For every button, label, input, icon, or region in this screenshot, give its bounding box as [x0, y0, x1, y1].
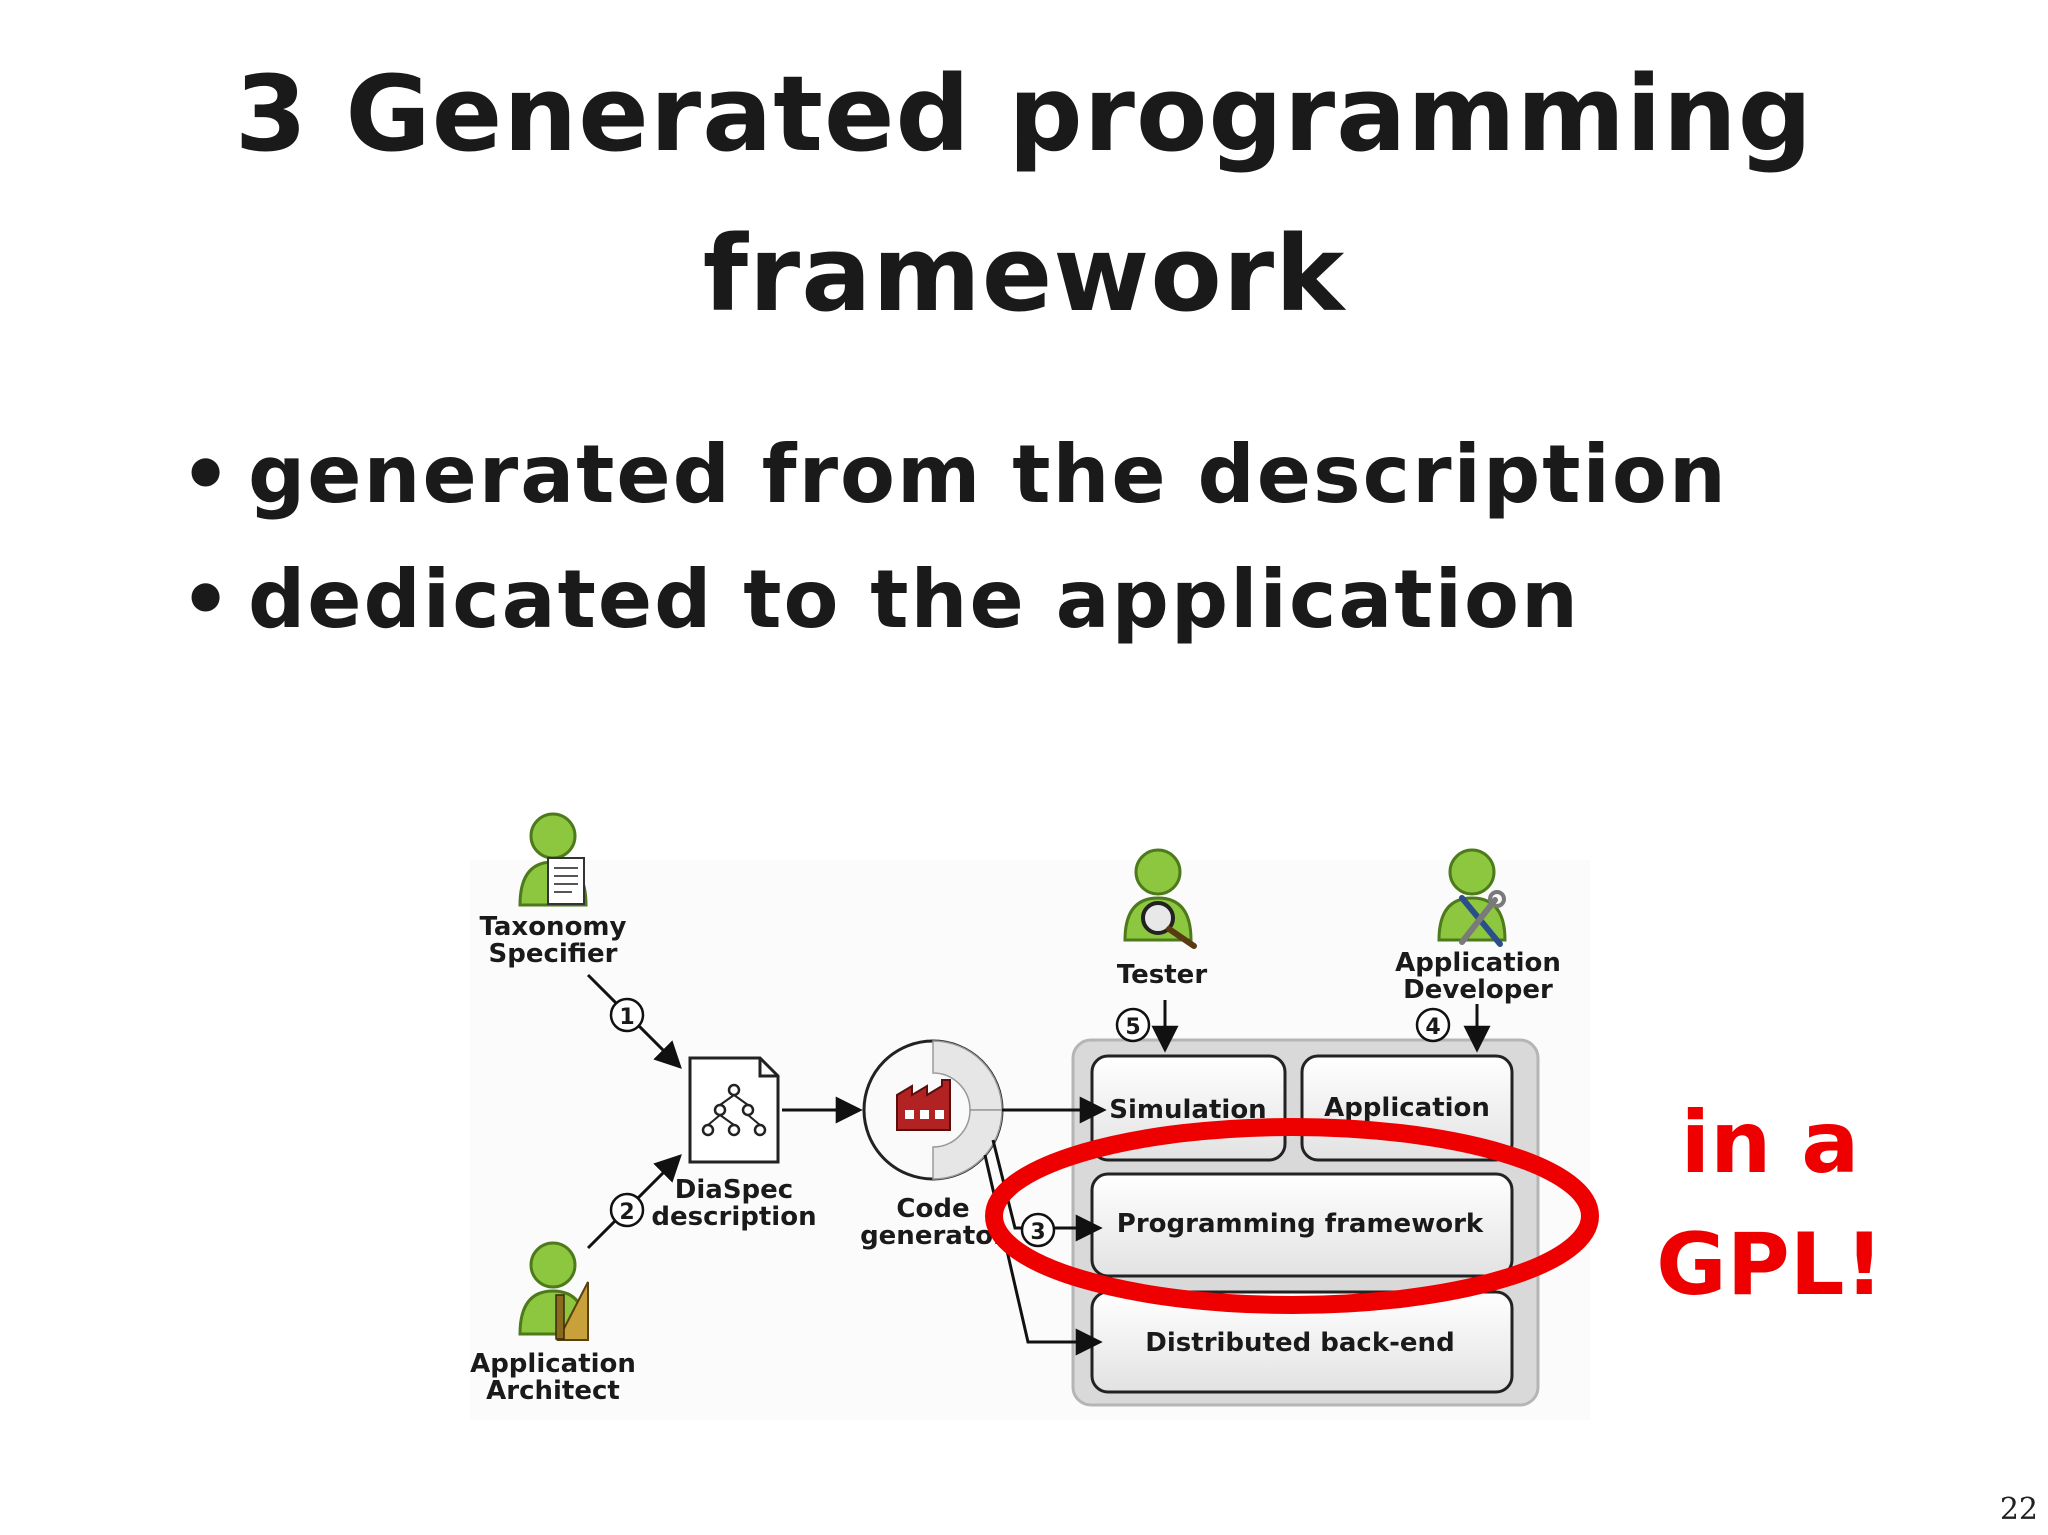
callout-line-1: in a	[1680, 1093, 1860, 1193]
magnifier-icon	[1141, 901, 1197, 949]
diaspec-label-line-1: DiaSpec	[675, 1175, 793, 1205]
programming-framework-label: Programming framework	[1117, 1209, 1484, 1239]
step-3-number: 3	[1030, 1220, 1045, 1245]
slide-title-line-2: framework	[702, 213, 1346, 335]
application-label: Application	[1324, 1093, 1490, 1123]
distributed-backend-label: Distributed back-end	[1145, 1328, 1454, 1358]
generator-label-line-2: generator	[860, 1221, 1006, 1251]
taxonomy-label-line-1: Taxonomy	[480, 912, 627, 942]
architect-label-line-1: Application	[470, 1349, 636, 1379]
factory-icon	[862, 1039, 1004, 1181]
bullet-item: •generated from the description	[180, 435, 1728, 515]
tools-icon	[1459, 890, 1506, 947]
bullet-text: dedicated to the application	[248, 553, 1580, 646]
step-5-badge	[1115, 1007, 1151, 1043]
step-1-badge	[609, 997, 645, 1033]
taxonomy-specifier-person-icon	[518, 812, 588, 907]
step-4-number: 4	[1425, 1015, 1440, 1040]
step-4-badge	[1415, 1007, 1451, 1043]
bullet-dot: •	[180, 553, 234, 646]
developer-person-icon	[1437, 848, 1507, 947]
step-1-number: 1	[619, 1005, 634, 1030]
ruler-icon	[555, 1281, 589, 1341]
page-number: 22	[1999, 1492, 2038, 1527]
bullet-item: •dedicated to the application	[180, 560, 1580, 640]
callout-line-2: GPL!	[1656, 1215, 1884, 1315]
highlight-ellipse	[985, 1118, 1599, 1314]
developer-label-line-1: Application	[1395, 948, 1561, 978]
architect-label-line-2: Architect	[486, 1376, 620, 1406]
step-5-number: 5	[1125, 1015, 1140, 1040]
tester-label: Tester	[1117, 960, 1207, 990]
step-3-badge	[1020, 1212, 1056, 1248]
slide-title-line-1: 3 Generated programming	[234, 53, 1814, 175]
generator-to-framework-arrow	[991, 1139, 1103, 1242]
step-2-number: 2	[619, 1200, 634, 1225]
step-2-badge	[609, 1192, 645, 1228]
diaspec-document-icon	[688, 1056, 780, 1164]
taxonomy-label-line-2: Specifier	[488, 939, 617, 969]
developer-label-line-2: Developer	[1403, 975, 1553, 1005]
document-icon	[547, 857, 585, 905]
application-architect-person-icon	[518, 1241, 589, 1341]
diaspec-label-line-2: description	[651, 1202, 816, 1232]
bullet-dot: •	[180, 428, 234, 521]
tester-person-icon	[1123, 848, 1197, 949]
generator-label-line-1: Code	[896, 1194, 969, 1224]
bullet-text: generated from the description	[248, 428, 1728, 521]
